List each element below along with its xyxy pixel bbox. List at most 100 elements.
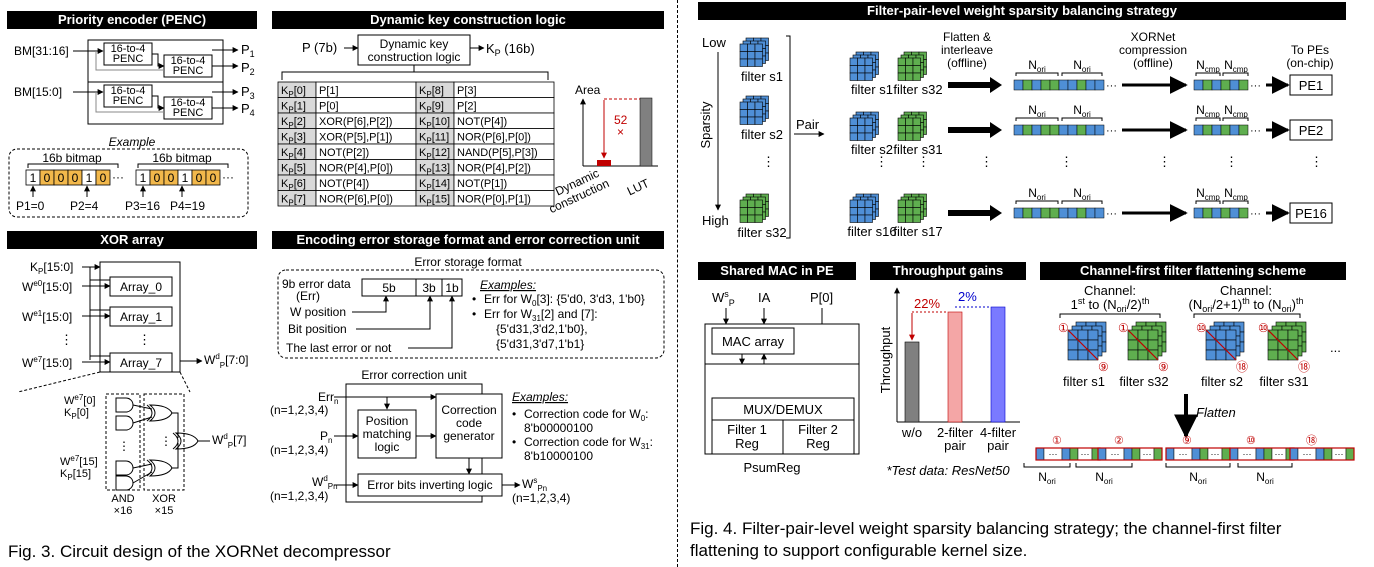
brace [1195, 117, 1221, 121]
cex2-value: 8'b10000100 [524, 449, 593, 463]
sparsity-axis: Sparsity [698, 101, 713, 148]
weight-cell [1058, 79, 1069, 91]
stream-dots: ··· [1106, 125, 1117, 137]
brace [1023, 463, 1071, 468]
compressed-cell [1238, 124, 1249, 136]
weight-cell [1013, 207, 1024, 219]
mac-mux: MUX/DEMUX [743, 402, 823, 417]
compressed-cell [1211, 207, 1222, 219]
svg-text:Errn: Errn [318, 390, 338, 406]
mac-in-p: P[0] [810, 290, 833, 305]
channel-mark: ⑱ [1298, 360, 1310, 374]
gate-detail: We7[0] KP[0] We7[15] KP[15] ⋮ ⋮ WdP[7] [60, 393, 246, 517]
key-label: KP[7] [281, 194, 306, 208]
svg-text:1st to (Nori/2)th: 1st to (Nori/2)th [1071, 296, 1150, 314]
svg-text:···: ··· [1335, 449, 1344, 459]
n-ori-label: Nori [1256, 470, 1274, 486]
svg-text:···: ··· [1049, 449, 1058, 459]
svg-text:2-filter: 2-filter [937, 425, 974, 440]
weight-cell [1076, 124, 1087, 136]
flatten-label: Flatten [1196, 405, 1236, 420]
bit-cell [95, 169, 111, 186]
fig3-caption: Fig. 3. Circuit design of the XORNet dec… [8, 542, 391, 561]
weight-cell [1085, 124, 1096, 136]
filter-label: filter s1 [741, 69, 783, 84]
flat-filter-label: filter s31 [1259, 374, 1308, 389]
brace [1237, 463, 1293, 468]
channel-mark: ⑩ [1258, 321, 1269, 335]
key-label: KP[2] [281, 116, 306, 130]
flat-filter-icon [1267, 321, 1307, 361]
logic-label: NOR(P[6],P[0]) [457, 132, 531, 144]
compressed-cell [1220, 79, 1231, 91]
xor-array-rows: Array_0We0[15:0]Array_1We1[15:0]⋮⋮Array_… [22, 276, 173, 373]
stream-dots: ··· [1250, 80, 1261, 92]
key-label: KP[9] [419, 101, 444, 115]
compressed-cell [1220, 124, 1231, 136]
gain-2: 2% [958, 289, 977, 304]
brace [1195, 72, 1221, 76]
weight-cell [1031, 207, 1042, 219]
svg-text:⋮: ⋮ [1310, 154, 1323, 169]
penc-example-label: Example [109, 135, 156, 149]
svg-text:construction logic: construction logic [368, 50, 461, 64]
cex1-value: 8'b00000100 [524, 421, 593, 435]
array-label: Array_1 [120, 310, 162, 324]
low-label: Low [702, 35, 726, 50]
stream-mark: ② [1114, 435, 1124, 447]
brace [1015, 117, 1059, 121]
svg-text:PENC: PENC [113, 95, 144, 107]
array-label: Array_0 [120, 280, 162, 294]
svg-text:code: code [456, 416, 482, 430]
compressed-cell [1229, 207, 1240, 219]
compressed-cell [1229, 124, 1240, 136]
weight-cell [1040, 207, 1051, 219]
svg-text:···: ··· [1275, 449, 1284, 459]
ex2b: {5'd31,3'd2,1'b0}, [496, 322, 588, 336]
ch2: Channel: [1220, 283, 1272, 298]
stream-segment: ······ [1165, 447, 1231, 461]
logic-label: NOT(P[2]) [319, 147, 369, 159]
compressed-cell [1211, 79, 1222, 91]
key-label: KP[10] [419, 116, 450, 130]
dkc-input: P (7b) [302, 40, 337, 55]
logic-label: NOR(P[4],P[0]) [319, 163, 393, 175]
svg-text:16-to-4: 16-to-4 [171, 97, 206, 109]
weight-cell [1076, 207, 1087, 219]
pe-label: PE1 [1299, 78, 1324, 93]
weight-cell [1094, 79, 1105, 91]
bit-value: 0 [58, 171, 65, 185]
pair-label: Pair [796, 117, 820, 132]
logic-cell [453, 190, 555, 207]
p3-value: P3=16 [125, 199, 160, 213]
key-label: KP[3] [281, 132, 306, 146]
fig4-caption-l2: flattening to support configurable kerne… [690, 541, 1028, 560]
logic-label: NOR(P[4],P[2]) [457, 163, 531, 175]
filter-label: filter s32 [737, 225, 786, 240]
logic-label: NOT(P[4]) [457, 116, 507, 128]
mac-array: MAC array [722, 334, 785, 349]
svg-text:P2: P2 [241, 60, 255, 77]
svg-text:PENC: PENC [113, 53, 144, 65]
bit-value: 1 [140, 171, 147, 185]
fig4-caption-l1: Fig. 4. Filter-pair-level weight sparsit… [690, 519, 1282, 538]
array-label: Array_7 [120, 356, 162, 370]
filter-s2-icon [739, 95, 769, 125]
bit-value: 1 [182, 171, 189, 185]
bit-value: 0 [196, 171, 203, 185]
stream-dots: ··· [1250, 208, 1261, 220]
svg-text:Flatten &: Flatten & [943, 30, 991, 44]
key-label: KP[14] [419, 178, 450, 192]
svg-text:···: ··· [222, 170, 234, 184]
weight-cell [1031, 124, 1042, 136]
filter-s32-icon [739, 193, 769, 223]
key-label: KP[13] [419, 163, 450, 177]
svg-text:⋮: ⋮ [1158, 154, 1171, 169]
tput-note: *Test data: ResNet50 [886, 463, 1010, 478]
bit-value: 0 [100, 171, 107, 185]
key-label: KP[0] [281, 85, 306, 99]
weight-cell [1022, 79, 1033, 91]
